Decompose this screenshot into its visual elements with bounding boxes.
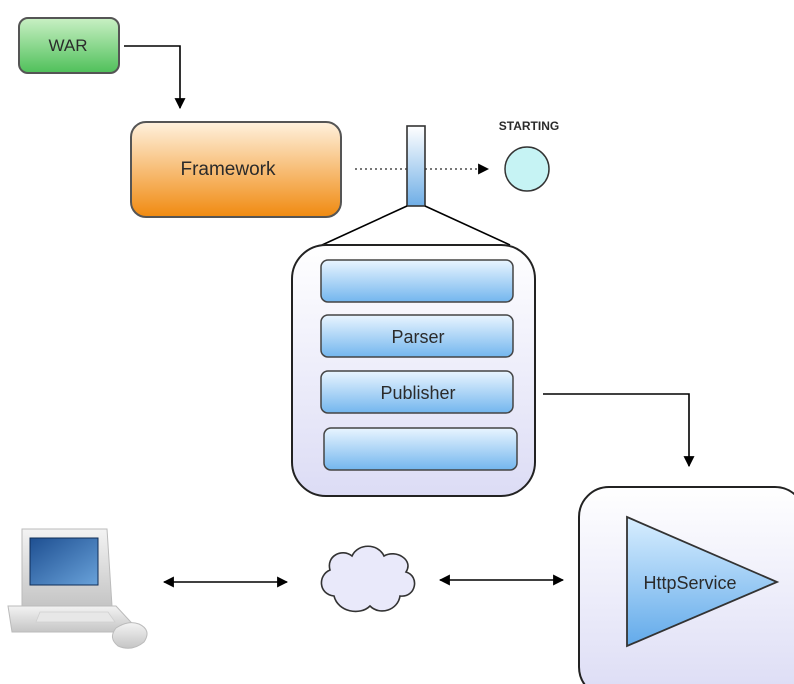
mouse-icon	[112, 622, 148, 649]
httpservice-node: HttpService	[578, 486, 794, 684]
bundle-slot	[323, 427, 518, 471]
parser-label: Parser	[391, 327, 444, 347]
bundle-container: Parser Publisher	[291, 244, 536, 497]
publisher-label: Publisher	[380, 383, 455, 403]
zoom-lines	[321, 205, 511, 246]
state-circle-icon	[504, 146, 550, 192]
war-to-framework-arrow	[124, 45, 186, 110]
war-node: WAR	[18, 17, 120, 74]
bundle-slot	[320, 259, 514, 303]
framework-label: Framework	[180, 159, 276, 180]
framework-node: Framework	[130, 121, 342, 218]
publisher-to-httpservice-arrow	[543, 393, 695, 468]
laptop-icon	[7, 528, 148, 649]
bundle-slot	[320, 370, 514, 414]
state-label: STARTING	[499, 119, 559, 133]
bundle-stem	[406, 125, 426, 207]
service-triangle-icon	[626, 515, 780, 648]
war-label: WAR	[48, 36, 87, 55]
httpservice-label: HttpService	[643, 573, 736, 593]
cloud-icon	[320, 545, 416, 613]
bundle-slot	[320, 314, 514, 358]
